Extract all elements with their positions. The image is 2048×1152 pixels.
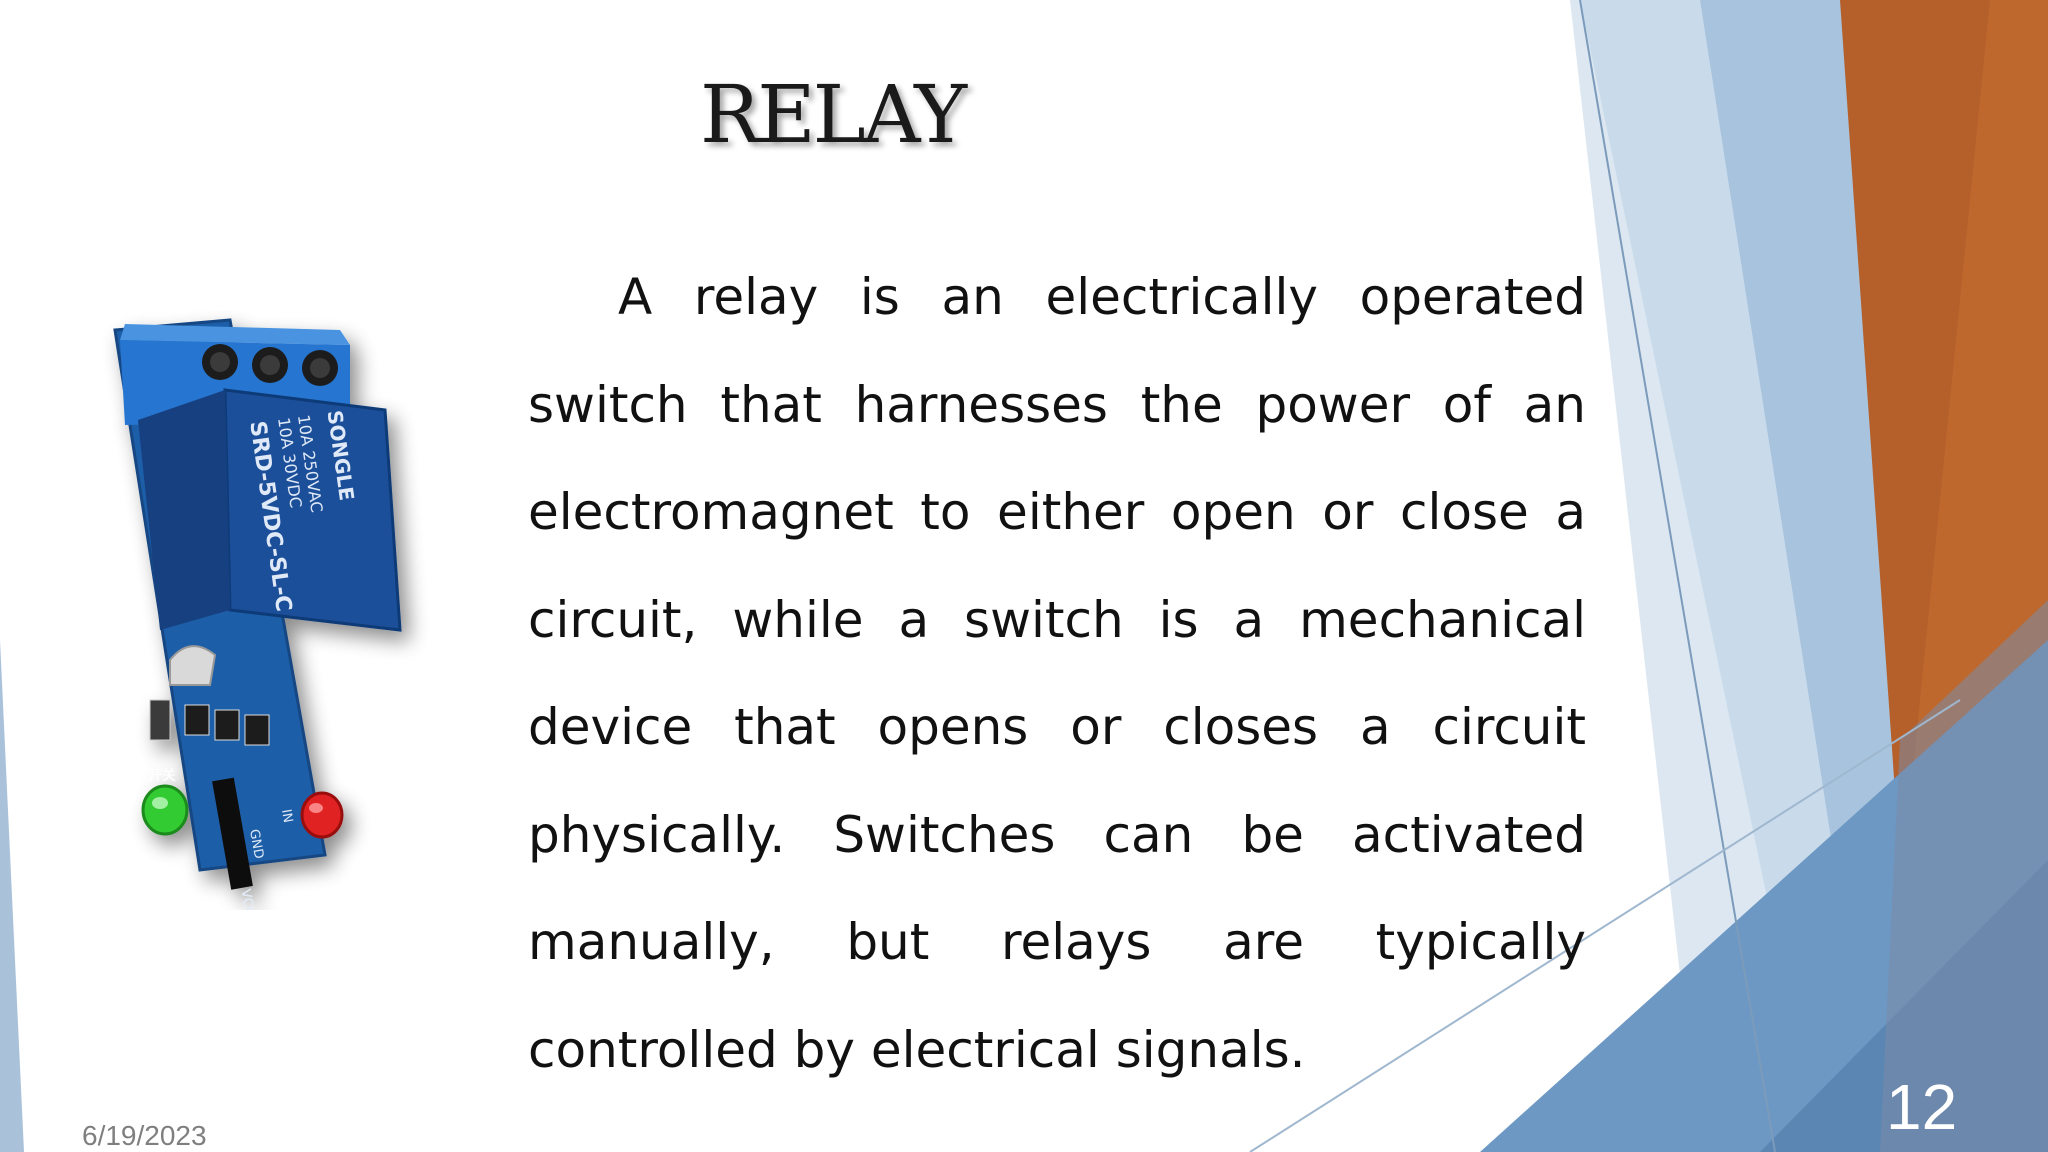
pin-label-vcc: VCC: [237, 888, 256, 910]
slide-number: 12: [1886, 1071, 1958, 1143]
left-accent-shape: [0, 640, 24, 1152]
smd-resistor: [214, 709, 240, 741]
slide-body-text: A relay is an electrically operated swit…: [528, 268, 1586, 1079]
smd-resistor: [244, 714, 270, 746]
decor-line: [1249, 699, 1961, 1152]
decor-line: [1579, 0, 1776, 1152]
diode: [149, 699, 171, 741]
smd-resistor: [184, 704, 210, 736]
transistor: [169, 645, 217, 686]
bottom-overlay-shape: [1880, 600, 2048, 1152]
pin-label-in: IN: [278, 808, 295, 824]
pin-header: VCC: [212, 777, 257, 910]
relay-module: SONGLE 10A 250VAC 10A 30VDC SRD-5VDC-SL-…: [113, 318, 402, 910]
relay-module-image: SONGLE 10A 250VAC 10A 30VDC SRD-5VDC-SL-…: [113, 318, 402, 910]
relay-side: [138, 390, 230, 630]
slide-date: 6/19/2023: [82, 1120, 207, 1151]
pin-label-gnd: GND: [246, 828, 266, 860]
green-led: [141, 784, 189, 836]
red-led: [300, 791, 344, 839]
slide-title: RELAY: [700, 68, 967, 161]
switch-label: 开关: [148, 768, 176, 784]
